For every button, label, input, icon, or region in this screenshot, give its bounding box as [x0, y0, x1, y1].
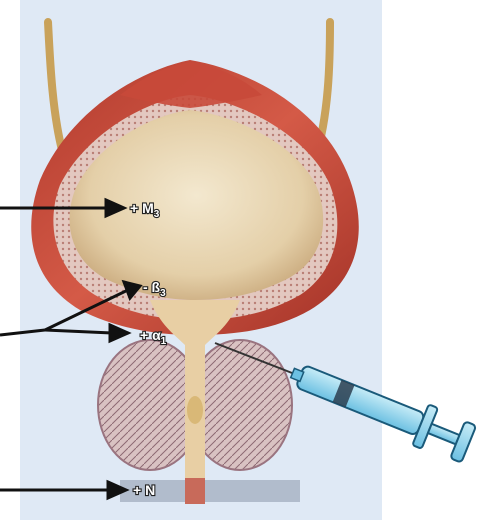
- label-n: + N: [133, 482, 155, 498]
